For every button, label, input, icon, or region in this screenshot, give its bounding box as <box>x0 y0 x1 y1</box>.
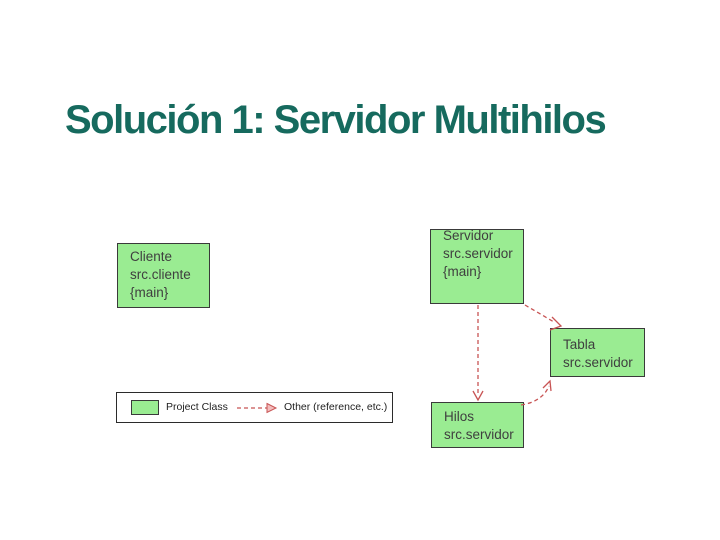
box-line: src.cliente <box>130 267 191 282</box>
arrow-hilos-to-tabla <box>520 379 552 406</box>
box-line: Servidor <box>443 229 494 243</box>
class-box-cliente: Cliente src.cliente {main} <box>117 243 210 308</box>
green-class-swatch-icon <box>131 400 159 415</box>
box-line: {main} <box>130 285 169 300</box>
class-box-hilos: Hilos src.servidor <box>431 402 524 448</box>
page-title: Solución 1: Servidor Multihilos <box>65 98 607 142</box>
box-line: src.servidor <box>443 246 513 261</box>
dashed-red-arrow-icon <box>237 402 278 414</box>
legend: Project Class Other (reference, etc.) <box>116 392 393 423</box>
arrow-servidor-to-hilos <box>472 305 484 402</box>
box-line: Tabla <box>563 337 596 352</box>
box-line: {main} <box>443 264 482 279</box>
class-box-servidor: Servidor src.servidor {main} <box>430 229 524 304</box>
box-line: src.servidor <box>563 355 633 370</box>
legend-class-label: Project Class <box>166 401 228 413</box>
legend-other-label: Other (reference, etc.) <box>284 401 388 413</box>
box-line: src.servidor <box>444 427 514 442</box>
box-text: Servidor src.servidor {main} <box>431 229 523 281</box>
box-line: Hilos <box>444 409 475 424</box>
box-line: Cliente <box>130 249 173 264</box>
arrow-servidor-to-tabla <box>524 304 563 331</box>
class-box-tabla: Tabla src.servidor <box>550 328 645 377</box>
